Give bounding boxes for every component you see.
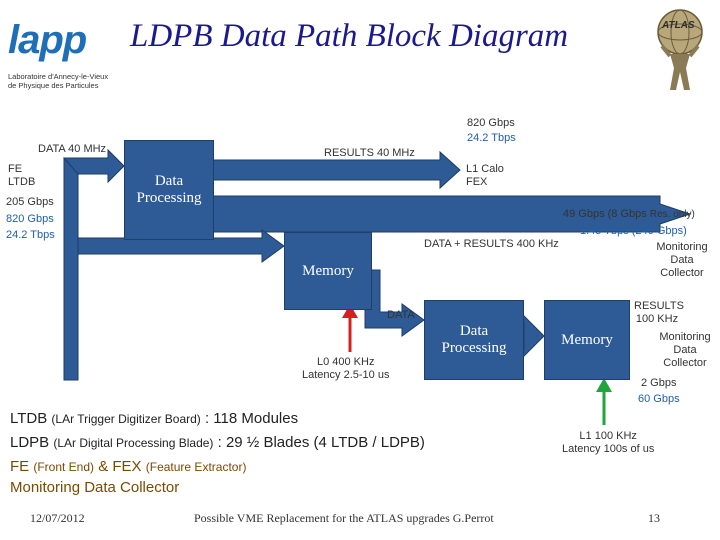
label-l1calo-bw-1: 820 Gbps — [467, 117, 515, 129]
fe-input-pipe — [63, 157, 79, 381]
atlas-logo-text: ATLAS — [662, 20, 695, 31]
legend-ltdb-count: : 118 Modules — [204, 410, 299, 427]
atlas-logo: ATLAS — [648, 6, 712, 92]
legend-ltdb-desc: (LAr Trigger Digitizer Board) — [51, 412, 201, 426]
label-fe-bw-1: 205 Gbps — [6, 196, 54, 208]
atlas-figure-icon — [657, 9, 703, 90]
legend-ldpb-count: : 29 ½ Blades (4 LTDB / LDPB) — [217, 434, 425, 451]
l0-arrow — [342, 304, 358, 352]
label-l1calo-bw-2: 24.2 Tbps — [467, 132, 516, 144]
label-results-40: RESULTS 40 MHz — [324, 147, 415, 159]
page-title: LDPB Data Path Block Diagram — [130, 18, 569, 54]
label-data-results-400: DATA + RESULTS 400 KHz — [424, 238, 559, 250]
legend-fex: FEX — [112, 458, 142, 475]
data-processing-box-2: Data Processing — [424, 300, 524, 380]
data-40-arrow — [62, 148, 125, 184]
memory-box-2: Memory — [544, 300, 630, 380]
memory-box-1: Memory — [284, 232, 372, 310]
legend-ldpb-desc: (LAr Digital Processing Blade) — [53, 436, 214, 450]
legend-monitoring: Monitoring Data Collector — [10, 479, 180, 496]
legend-amp: & — [98, 458, 109, 475]
label-mon-bw-1: 49 Gbps (8 Gbps Res. only) — [563, 208, 695, 221]
label-results-100: RESULTS 100 KHz — [634, 300, 684, 325]
label-l1calo-fex: L1 Calo FEX — [466, 163, 504, 188]
label-mon-collector-right: Monitoring Data Collector — [659, 331, 711, 369]
label-mon-bw-right-2: 60 Gbps — [638, 393, 680, 405]
legend-fe: FE — [10, 458, 30, 475]
footer-date: 12/07/2012 — [30, 511, 85, 525]
legend-fe-fex: FE (Front End) & FEX (Feature Extractor) — [10, 458, 246, 475]
legend-fex-desc: (Feature Extractor) — [145, 460, 247, 474]
legend-ldpb-main: LDPB — [10, 434, 50, 451]
label-data-40: DATA 40 MHz — [38, 143, 107, 155]
legend-ltdb-main: LTDB — [10, 410, 48, 427]
label-fe-ltdb: FE LTDB — [8, 163, 36, 188]
label-l0: L0 400 KHz Latency 2.5-10 us — [302, 356, 390, 381]
data-processing-box-1: Data Processing — [124, 140, 214, 240]
footer-page-number: 13 — [648, 511, 660, 525]
label-mon-bw-1-small: Res. only) — [649, 209, 695, 220]
label-mon-collector-top: Monitoring Data Collector — [656, 241, 708, 279]
label-data: DATA — [387, 309, 415, 321]
label-mon-bw-right-1: 2 Gbps — [641, 377, 677, 389]
results-40-arrow — [209, 150, 461, 190]
label-fe-bw-3: 24.2 Tbps — [6, 229, 55, 241]
lapp-logo-subtitle: Laboratoire d'Annecy-le-Vieux de Physiqu… — [8, 72, 109, 90]
lapp-logo: lapp — [8, 18, 87, 62]
legend-ltdb: LTDB (LAr Trigger Digitizer Board) : 118… — [10, 410, 298, 427]
label-mon-bw-2: 1.45 Tbps (240 Gbps) — [580, 225, 687, 237]
l1-arrow — [596, 378, 612, 425]
label-l1-100: L1 100 KHz Latency 100s of us — [562, 430, 655, 455]
legend-ldpb: LDPB (LAr Digital Processing Blade) : 29… — [10, 434, 425, 451]
memory-to-dp2-pipe — [364, 269, 425, 337]
label-fe-bw-2: 820 Gbps — [6, 213, 54, 225]
label-mon-bw-1-main: 49 Gbps (8 Gbps — [563, 208, 647, 220]
footer-center: Possible VME Replacement for the ATLAS u… — [194, 511, 494, 525]
legend-fe-desc: (Front End) — [33, 460, 95, 474]
